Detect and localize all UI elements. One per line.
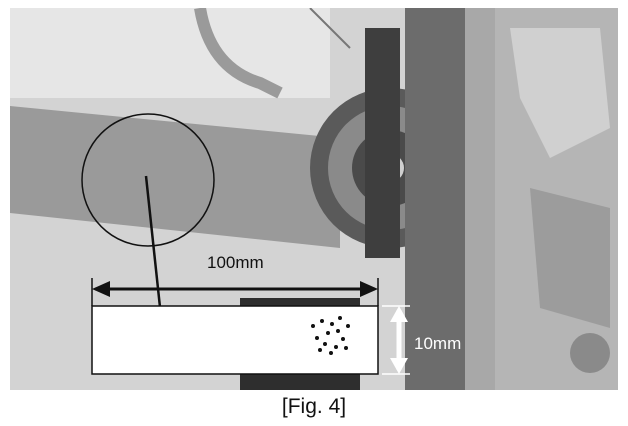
photo-illustration — [10, 8, 618, 390]
width-dimension-label: 100mm — [207, 253, 264, 272]
height-dimension-label: 10mm — [414, 334, 462, 353]
figure-caption: [Fig. 4] — [281, 395, 347, 418]
sewing-machine-bobbin-photo — [10, 8, 618, 390]
